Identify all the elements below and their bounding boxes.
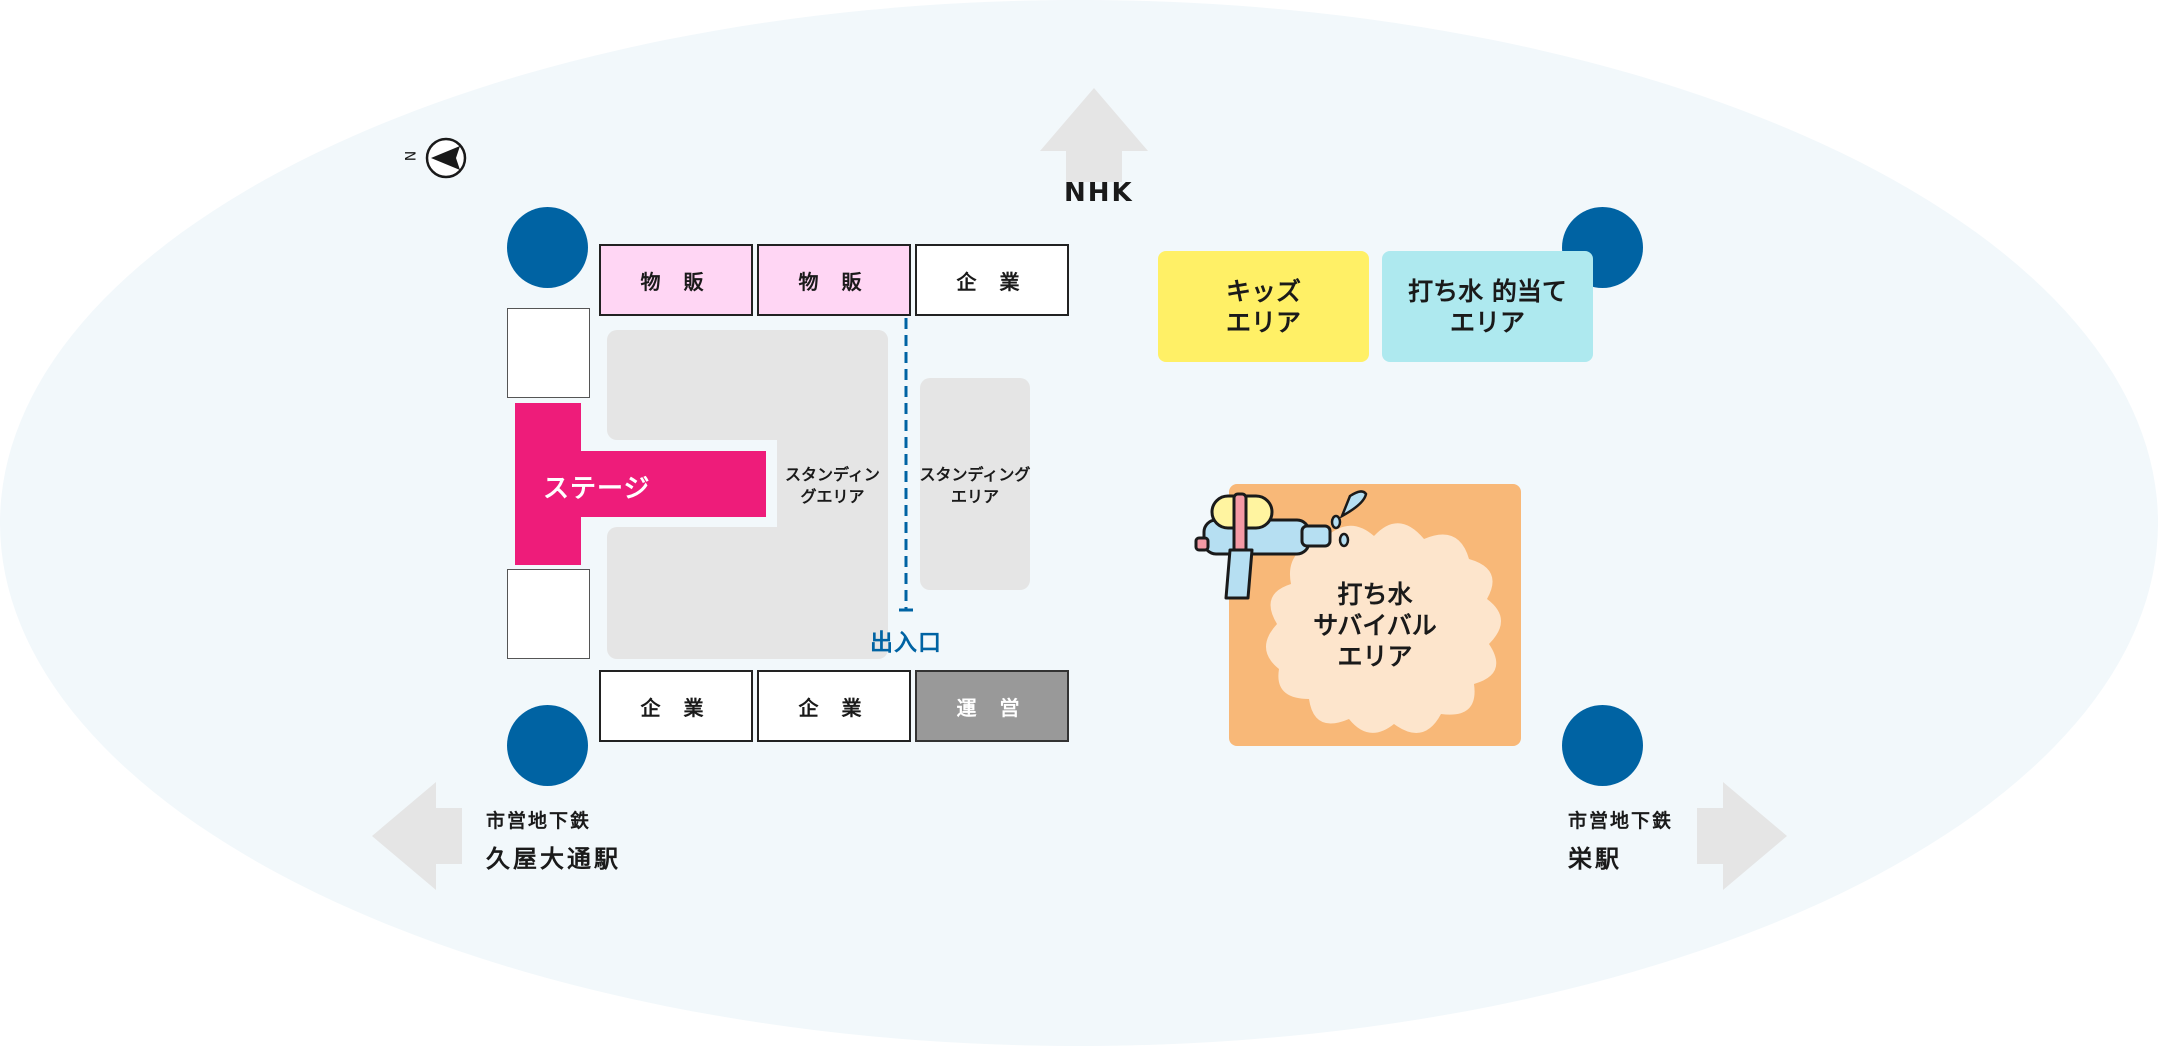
west-station-name: 久屋大通駅 <box>486 845 621 873</box>
east-line-name: 市営地下鉄 <box>1568 810 1674 832</box>
standing-area-2-label: スタンディング エリア <box>919 465 1031 506</box>
standing-area-1-right <box>777 330 888 659</box>
booth-top-goods-1[interactable]: 物 販 <box>599 244 753 316</box>
stage[interactable] <box>515 403 766 565</box>
side-box-upper <box>507 308 590 398</box>
arrow-right-icon <box>1697 782 1787 890</box>
booth-top-goods-2[interactable]: 物 販 <box>757 244 911 316</box>
booth-top-company[interactable]: 企 業 <box>915 244 1069 316</box>
compass-north-icon <box>425 137 467 179</box>
compass-north-label: N <box>401 150 418 162</box>
standing-area-2 <box>920 378 1030 590</box>
water-gun-icon <box>1194 490 1368 600</box>
booth-operations[interactable]: 運 営 <box>915 670 1069 742</box>
entrance-line <box>899 318 913 612</box>
booth-bottom-company-1[interactable]: 企 業 <box>599 670 753 742</box>
west-station-label: 市営地下鉄 久屋大通駅 <box>486 806 621 874</box>
stage-label: ステージ <box>543 474 651 504</box>
arrow-left-icon <box>372 782 462 890</box>
entrance-label: 出入口 <box>870 630 942 656</box>
pillar-bottom-left <box>507 705 588 786</box>
booth-bottom-company-2[interactable]: 企 業 <box>757 670 911 742</box>
standing-area-1-label: スタンディン グエリア <box>785 465 880 506</box>
west-line-name: 市営地下鉄 <box>486 810 592 832</box>
kids-area[interactable]: キッズ エリア <box>1158 251 1369 362</box>
burst-shape <box>1265 523 1502 733</box>
east-station-label: 市営地下鉄 栄駅 <box>1568 806 1673 874</box>
compass: N <box>401 136 468 180</box>
arrow-up-icon <box>1040 88 1148 182</box>
north-direction-label: NHK <box>1064 178 1134 208</box>
pillar-top-left <box>507 207 588 288</box>
east-station-name: 栄駅 <box>1568 845 1622 873</box>
pillar-bottom-right <box>1562 705 1643 786</box>
water-target-area[interactable]: 打ち水 的当て エリア <box>1382 251 1593 362</box>
side-box-lower <box>507 569 590 659</box>
water-survival-label: 打ち水 サバイバル エリア <box>1313 579 1437 671</box>
